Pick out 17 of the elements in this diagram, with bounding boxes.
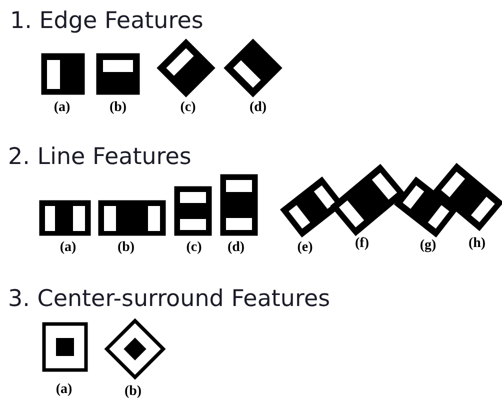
section-heading: 1. Edge Features xyxy=(10,10,204,33)
feature-caption: (c) xyxy=(180,101,196,115)
feature-caption: (d) xyxy=(249,101,267,115)
feature-caption: (d) xyxy=(227,241,245,255)
feature-caption: (e) xyxy=(297,241,313,255)
feature-caption: (b) xyxy=(109,101,127,115)
feature-caption: (c) xyxy=(186,241,202,255)
feature-caption: (h) xyxy=(468,237,486,251)
feature-caption: (b) xyxy=(124,385,142,399)
feature-caption: (a) xyxy=(60,241,76,255)
feature-caption: (b) xyxy=(117,241,135,255)
feature-caption: (g) xyxy=(420,239,436,253)
section-heading: 3. Center-surround Features xyxy=(8,288,330,311)
section-heading: 2. Line Features xyxy=(8,146,192,169)
feature-caption: (a) xyxy=(54,101,70,115)
feature-caption: (a) xyxy=(56,383,72,397)
feature-caption: (f) xyxy=(355,237,369,251)
